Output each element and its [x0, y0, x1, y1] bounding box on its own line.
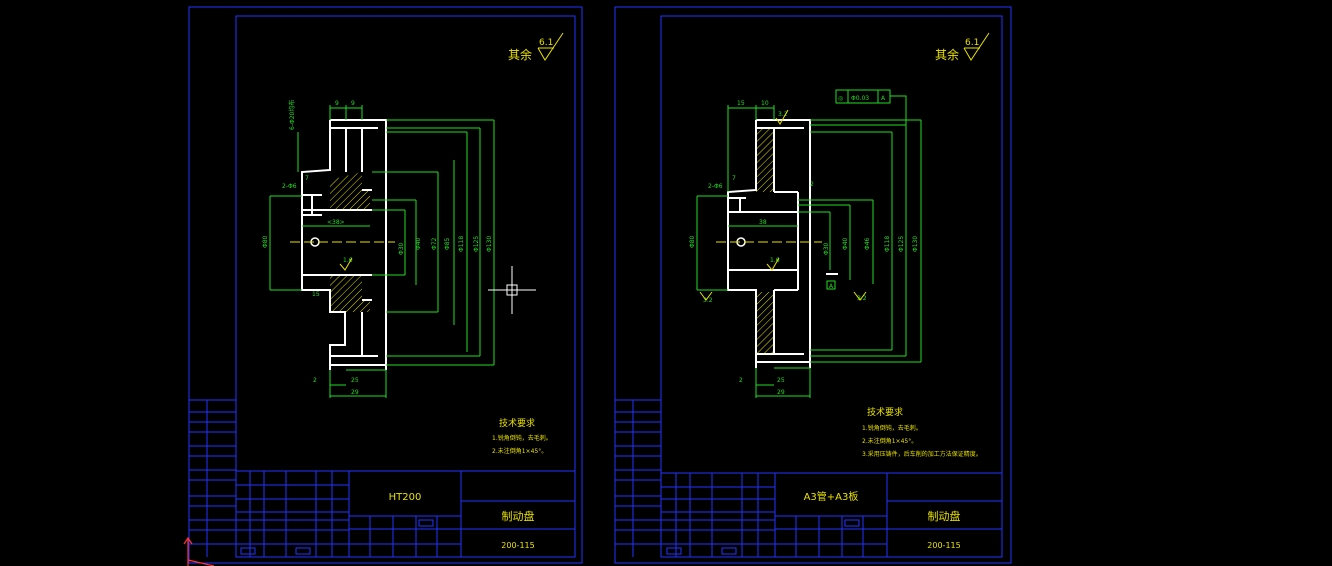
sheet-1-dim-bottom-left: 15 [312, 291, 320, 298]
sheet-2-dim-right-small: 2 [810, 181, 814, 188]
sheet-1-dim-bore: <38> [327, 219, 345, 226]
sheet-2-roughness-left: 3.2 [703, 297, 713, 304]
sheet-2-dim-top-a: 15 [737, 100, 745, 107]
sheet-2-roughness-top: 3.2 [778, 111, 788, 118]
sheet-1-req-item-2: 2.未注倒角1×45°。 [492, 447, 547, 455]
sheet-1-brake-disc-section [290, 119, 395, 370]
sheet-1-finish-value: 6.1 [539, 38, 553, 48]
sheet-2-dim-bore: 38 [759, 219, 767, 226]
sheet-1-dia-5: Φ118 [458, 236, 465, 252]
sheet-1-roughness: 1.6 [343, 257, 353, 264]
sheet-2-finish-value: 6.1 [965, 38, 979, 48]
sheet-1-dim-left-small: 7 [305, 175, 309, 182]
sheet-2-chamfer: 2-Φ6 [708, 183, 723, 190]
sheet-2-dia-2: Φ40 [842, 237, 849, 250]
sheet-1-surface-finish-note: 其余 6.1 [508, 32, 564, 62]
sheet-2-dimensions: 15 10 3.2 2-Φ6 7 38 1.6 Φ80 3.2 [689, 100, 922, 398]
drawing-sheet-1: HT200 制动盘 200-115 其余 6.1 [188, 6, 583, 564]
sheet-1-hole-note: 6-Φ20均布 [288, 100, 296, 130]
sheet-2-title-block: A3管+A3板 制动盘 200-115 [660, 472, 1003, 558]
sheet-2-dia-3: Φ46 [864, 237, 871, 250]
sheet-2-tolerance-frame: ◎ Φ0.03 A [835, 89, 907, 125]
sheet-2-dim-top-b: 10 [761, 100, 769, 107]
sheet-1-dia-1: Φ30 [398, 242, 405, 255]
sheet-1-drawing-code: 200-115 [501, 541, 534, 550]
sheet-2-tol-datum: A [881, 95, 886, 102]
sheet-1-dim-bottom-b: 25 [351, 377, 359, 384]
sheet-2-datum: A [829, 283, 834, 290]
sheet-1-inner-frame [235, 15, 576, 558]
sheet-2-dia-5: Φ125 [898, 236, 905, 252]
sheet-1-dim-top-b: 9 [351, 100, 355, 107]
sheet-1-dia-left: Φ80 [262, 235, 269, 248]
sheet-1-dia-6: Φ125 [473, 236, 480, 252]
sheet-2-req-item-2: 2.未注倒角1×45°。 [862, 437, 917, 445]
sheet-2-tol-symbol: ◎ [838, 95, 843, 102]
sheet-1-technical-requirements: 技术要求 1.锐角倒钝，去毛刺。 2.未注倒角1×45°。 [492, 417, 552, 455]
sheet-1-dim-bottom-c: 29 [351, 389, 359, 396]
sheet-1-title-block: HT200 制动盘 200-115 [235, 470, 576, 558]
sheet-2-dia-6: Φ130 [912, 236, 919, 252]
sheet-2-roughness-right: 3.2 [857, 295, 867, 302]
sheet-2-req-item-1: 1.锐角倒钝，去毛刺。 [862, 424, 922, 432]
sheet-1-req-item-1: 1.锐角倒钝，去毛刺。 [492, 434, 552, 442]
sheet-2-binding-strip [615, 399, 661, 557]
sheet-1-finish-label: 其余 [508, 47, 532, 62]
sheet-1-req-title: 技术要求 [499, 417, 535, 429]
sheet-2-part-name: 制动盘 [928, 509, 961, 523]
sheet-1-dim-bottom-a: 2 [313, 377, 317, 384]
sheet-2-dim-bottom-b: 25 [777, 377, 785, 384]
cad-crosshair-cursor [488, 266, 536, 314]
ucs-icon [183, 536, 215, 566]
sheet-2-finish-label: 其余 [935, 47, 959, 62]
sheet-2-dia-4: Φ118 [884, 236, 891, 252]
sheet-1-dia-4: Φ85 [444, 237, 451, 250]
sheet-1-dim-top-a: 9 [335, 100, 339, 107]
sheet-2-surface-finish-note: 其余 6.1 [935, 32, 990, 62]
sheet-2-req-title: 技术要求 [867, 406, 903, 418]
sheet-1-dimensions: 9 9 6-Φ20均布 2-Φ6 7 <38> 15 1.6 Φ80 [262, 100, 495, 398]
sheet-2-dim-bottom-c: 29 [777, 389, 785, 396]
sheet-2-roughness: 1.6 [770, 257, 780, 264]
sheet-1-binding-strip [189, 399, 236, 557]
sheet-2-tol-value: Φ0.03 [851, 95, 869, 102]
sheet-1-chamfer: 2-Φ6 [282, 183, 297, 190]
sheet-2-brake-disc-section [716, 119, 838, 368]
sheet-2-technical-requirements: 技术要求 1.锐角倒钝，去毛刺。 2.未注倒角1×45°。 3.采用压铸件，后车… [862, 406, 982, 458]
drawing-sheet-2: A3管+A3板 制动盘 200-115 其余 6.1 ◎ Φ0.03 A [614, 6, 1012, 564]
sheet-2-dia-left: Φ80 [689, 235, 696, 248]
sheet-1-dia-7: Φ130 [486, 236, 493, 252]
sheet-2-dim-bottom-a: 2 [739, 377, 743, 384]
sheet-2-outer-frame [614, 6, 1012, 564]
sheet-1-dia-3: Φ72 [431, 237, 438, 250]
sheet-1-dia-2: Φ40 [415, 237, 422, 250]
sheet-2-req-item-3: 3.采用压铸件，后车削的加工方法保证精度。 [862, 450, 982, 458]
sheet-2-material: A3管+A3板 [804, 490, 859, 503]
sheet-2-dia-1: Φ30 [823, 242, 830, 255]
sheet-2-drawing-code: 200-115 [927, 541, 960, 550]
sheet-1-part-name: 制动盘 [502, 509, 535, 523]
sheet-2-dim-left-small: 7 [732, 175, 736, 182]
sheet-1-outer-frame [188, 6, 583, 564]
sheet-1-material: HT200 [389, 492, 422, 503]
